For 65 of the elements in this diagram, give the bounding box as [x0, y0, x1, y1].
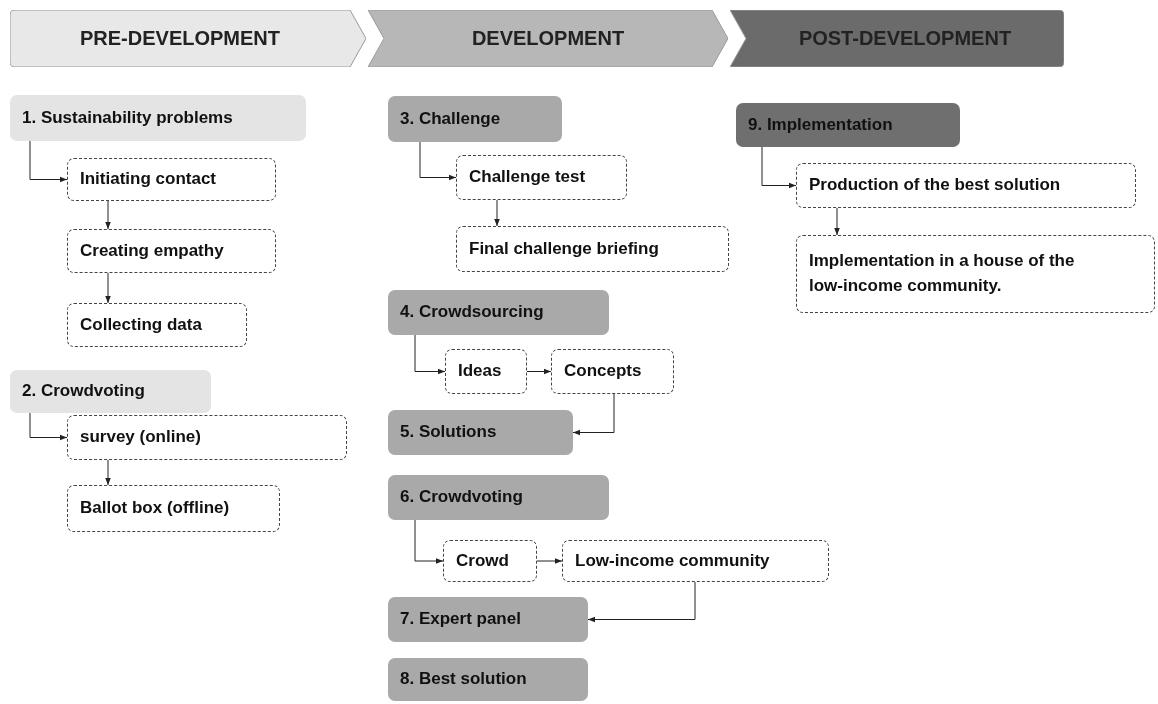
stage-title: 2. Crowdvoting: [22, 380, 145, 403]
arrow: [105, 272, 111, 304]
stage-title: 3. Challenge: [400, 107, 501, 130]
activity-label: Final challenge briefing: [469, 237, 659, 260]
stage-title: 1. Sustainability problems: [22, 106, 233, 129]
activity-label: Collecting data: [80, 313, 202, 336]
activity-box: [551, 349, 674, 394]
activity-label: Ballot box (offline): [80, 497, 230, 520]
arrow: [572, 393, 615, 436]
stage-title: 7. Expert panel: [400, 608, 521, 631]
arrow: [29, 412, 68, 441]
arrow: [761, 146, 797, 189]
activity-box: [67, 158, 276, 201]
stage-title: 5. Solutions: [400, 421, 497, 444]
stage-box: [388, 96, 562, 142]
arrow: [536, 558, 563, 564]
activity-label: Crowd: [456, 549, 509, 572]
activity-box: [67, 415, 347, 460]
arrow: [414, 519, 444, 564]
stage-title: 4. Crowdsourcing: [400, 301, 544, 324]
stage-title: 6. Crowdvoting: [400, 486, 523, 509]
arrow: [105, 200, 111, 230]
arrow: [414, 334, 446, 375]
activity-box: [796, 163, 1136, 208]
activity-label: Ideas: [458, 360, 502, 383]
stage-title: 9. Implementation: [748, 113, 893, 136]
phase-title: PRE-DEVELOPMENT: [80, 27, 280, 50]
arrow: [526, 368, 552, 375]
activity-box: [562, 540, 829, 582]
stage-box: [388, 475, 609, 520]
activity-box: [443, 540, 537, 582]
arrow: [834, 207, 840, 236]
phase-title: POST-DEVELOPMENT: [798, 27, 1012, 50]
activity-box: [796, 235, 1155, 313]
activity-label: Initiating contact: [80, 168, 216, 191]
activity-box: [67, 485, 280, 532]
phase-banner: [368, 10, 728, 67]
arrow: [419, 141, 457, 181]
activity-label: Implementation in a house of the low-income community.: [809, 250, 1076, 297]
activity-label: survey (online): [80, 426, 201, 449]
phase-banner: [730, 10, 1064, 67]
stage-title: 8. Best solution: [400, 668, 527, 691]
activity-label: Challenge test: [469, 166, 586, 189]
activity-box: [456, 155, 627, 200]
activity-box: [67, 303, 247, 347]
activity-box: [456, 226, 729, 272]
arrow: [29, 140, 68, 183]
stage-box: [388, 410, 573, 455]
stage-box: [10, 95, 306, 141]
stage-box: [388, 290, 609, 335]
arrow: [105, 459, 111, 486]
activity-box: [445, 349, 527, 394]
phase-title: DEVELOPMENT: [471, 27, 625, 50]
arrow: [587, 581, 696, 623]
arrow: [494, 199, 500, 227]
activity-label: Production of the best solution: [809, 174, 1061, 197]
activity-label: Concepts: [564, 360, 642, 383]
stage-box: [388, 597, 588, 642]
stage-box: [736, 103, 960, 147]
phase-banner: [10, 10, 366, 67]
stage-box: [10, 370, 211, 413]
activity-box: [67, 229, 276, 273]
activity-label: Low-income community: [575, 549, 770, 572]
stage-box: [388, 658, 588, 701]
activity-label: Creating empathy: [80, 239, 224, 262]
